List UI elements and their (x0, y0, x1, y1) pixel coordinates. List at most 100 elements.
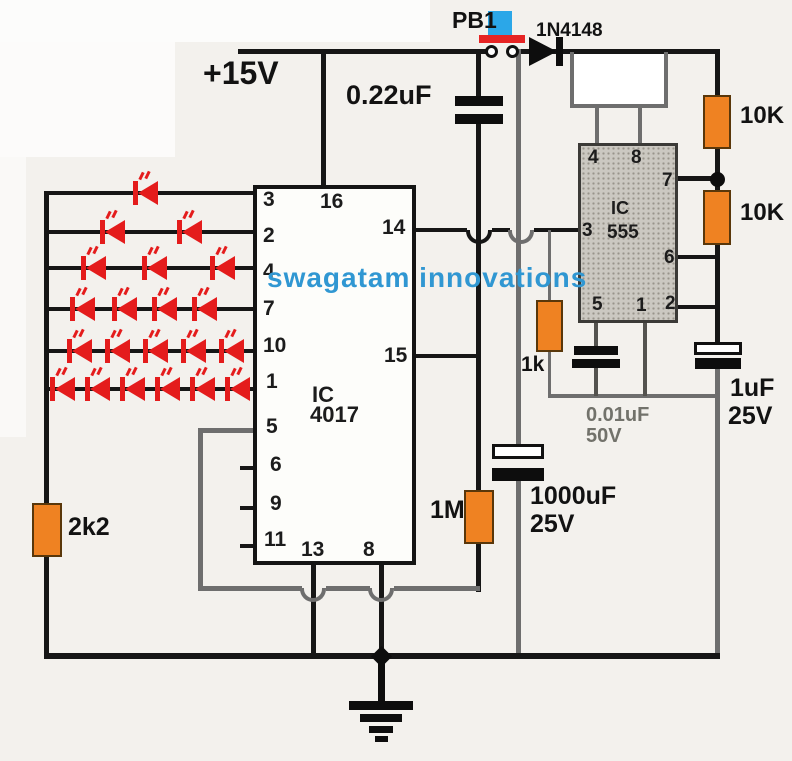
wire-cap001-ground (594, 368, 598, 396)
ic555-pin-7: 7 (662, 170, 673, 191)
ic-555-body (578, 143, 678, 323)
wire-1000uf-ground (516, 481, 521, 658)
ic4017-pin-8: 8 (363, 538, 375, 561)
resistor-1k (536, 300, 563, 352)
cap-022uf-plate (455, 114, 503, 124)
ground-symbol-bar (349, 701, 413, 710)
ic555-pin-1: 1 (636, 295, 647, 316)
led-icon (70, 297, 97, 321)
pin11-stub-4017 (240, 544, 253, 548)
resistor-2k2 (32, 503, 62, 557)
pushbutton-contact-left (485, 45, 498, 58)
ground-symbol-bar (360, 714, 402, 722)
ic4017-pin-7: 7 (263, 297, 275, 320)
wire-pin14-c (534, 228, 580, 232)
wire-pin6-stub (678, 255, 716, 259)
cap-1uf-label: 1uF (730, 374, 775, 402)
led-icon (81, 256, 108, 280)
wire-pin5-4017-c (198, 586, 302, 591)
led-icon (143, 339, 170, 363)
cap-022uf-label: 0.22uF (346, 80, 432, 110)
wire-555-vcc-bus (570, 104, 668, 108)
wire-pin4-stub (595, 108, 599, 143)
watermark-text: swagatam innovations (267, 262, 588, 293)
ic4017-part-number: 4017 (310, 402, 359, 427)
cap-1000uf-label: 1000uF (530, 482, 617, 510)
resistor-1m (464, 490, 494, 544)
cap-001uf-plate (572, 359, 620, 368)
wire-555-vcc-right (664, 52, 668, 108)
wire-10k-to-1uf (715, 245, 720, 344)
ic555-pin-2: 2 (665, 293, 676, 314)
led-icon (177, 220, 204, 244)
wire-pb1-1000uf (516, 49, 521, 444)
led-common-rail-bottom (44, 557, 49, 657)
led-icon (105, 339, 132, 363)
cap-1uf-volt-label: 25V (728, 402, 773, 430)
led-icon (219, 339, 246, 363)
wire-pin2-stub (678, 305, 716, 309)
led-icon (142, 256, 169, 280)
ic4017-pin-16: 16 (320, 190, 344, 213)
supply-voltage-label: +15V (203, 55, 279, 91)
diode-cathode-bar (556, 37, 563, 66)
wire-pin14-a (416, 228, 467, 232)
led-row-line-6 (44, 387, 253, 391)
led-icon (85, 377, 112, 401)
resistor-1k-label: 1k (521, 353, 545, 376)
supply-rail-right (514, 49, 718, 54)
background-patch (574, 54, 664, 104)
led-common-rail-top (44, 191, 49, 505)
wire-pin7-stub (678, 176, 716, 181)
wire-pin1-ground (643, 323, 647, 396)
cap-022uf-plate (455, 96, 503, 106)
ic555-pin-5: 5 (592, 294, 603, 315)
ic4017-pin-6: 6 (270, 453, 282, 476)
wire-1k-bottom (548, 352, 551, 398)
wire-pin5-4017-d (326, 586, 370, 591)
wire-cap022-to-1m (476, 124, 481, 492)
led-row-line-4 (44, 307, 253, 311)
led-icon (67, 339, 94, 363)
cap-1000uf-positive-plate (492, 444, 544, 459)
ic555-pin-6: 6 (664, 247, 675, 268)
pushbutton-cap[interactable] (488, 11, 512, 36)
ground-symbol-bar (369, 726, 393, 733)
pushbutton-contact-right (506, 45, 519, 58)
wire-cap022-top (476, 49, 481, 98)
ground-symbol-bar (375, 736, 388, 742)
led-icon (192, 297, 219, 321)
ic4017-pin-1: 1 (266, 370, 278, 393)
wire-pin5-cap (594, 323, 598, 346)
led-icon (152, 297, 179, 321)
ic4017-pin-5: 5 (266, 415, 278, 438)
wire-pin13-ground (311, 565, 316, 658)
wire-pin14-b (492, 228, 510, 232)
led-icon (225, 377, 252, 401)
ic4017-pin-11: 11 (264, 528, 287, 551)
ic4017-pin-2: 2 (263, 224, 275, 247)
wire-pin16-supply (321, 49, 326, 185)
resistor-2k2-label: 2k2 (68, 513, 110, 541)
supply-rail-left (238, 49, 490, 54)
wire-pin15 (416, 354, 478, 358)
resistor-1m-label: 1M (430, 496, 465, 524)
led-icon (155, 377, 182, 401)
led-icon (190, 377, 217, 401)
wire-pin5-4017-b (198, 428, 203, 590)
background-patch (0, 42, 175, 157)
resistor-10k-top-label: 10K (740, 102, 785, 129)
cap-001uf-label: 0.01uF (586, 404, 650, 426)
background-patch (0, 157, 26, 437)
background-patch (0, 0, 430, 42)
wire-pin8-4017-ground (379, 565, 384, 653)
ic4017-pin-13: 13 (301, 538, 325, 561)
led-row-line-2 (44, 230, 253, 234)
ic4017-pin-15: 15 (384, 344, 408, 367)
ic555-title: IC (611, 198, 629, 218)
led-icon (120, 377, 147, 401)
pushbutton-bar[interactable] (479, 35, 525, 43)
ic4017-pin-3: 3 (263, 188, 275, 211)
resistor-10k-bottom (703, 190, 731, 245)
